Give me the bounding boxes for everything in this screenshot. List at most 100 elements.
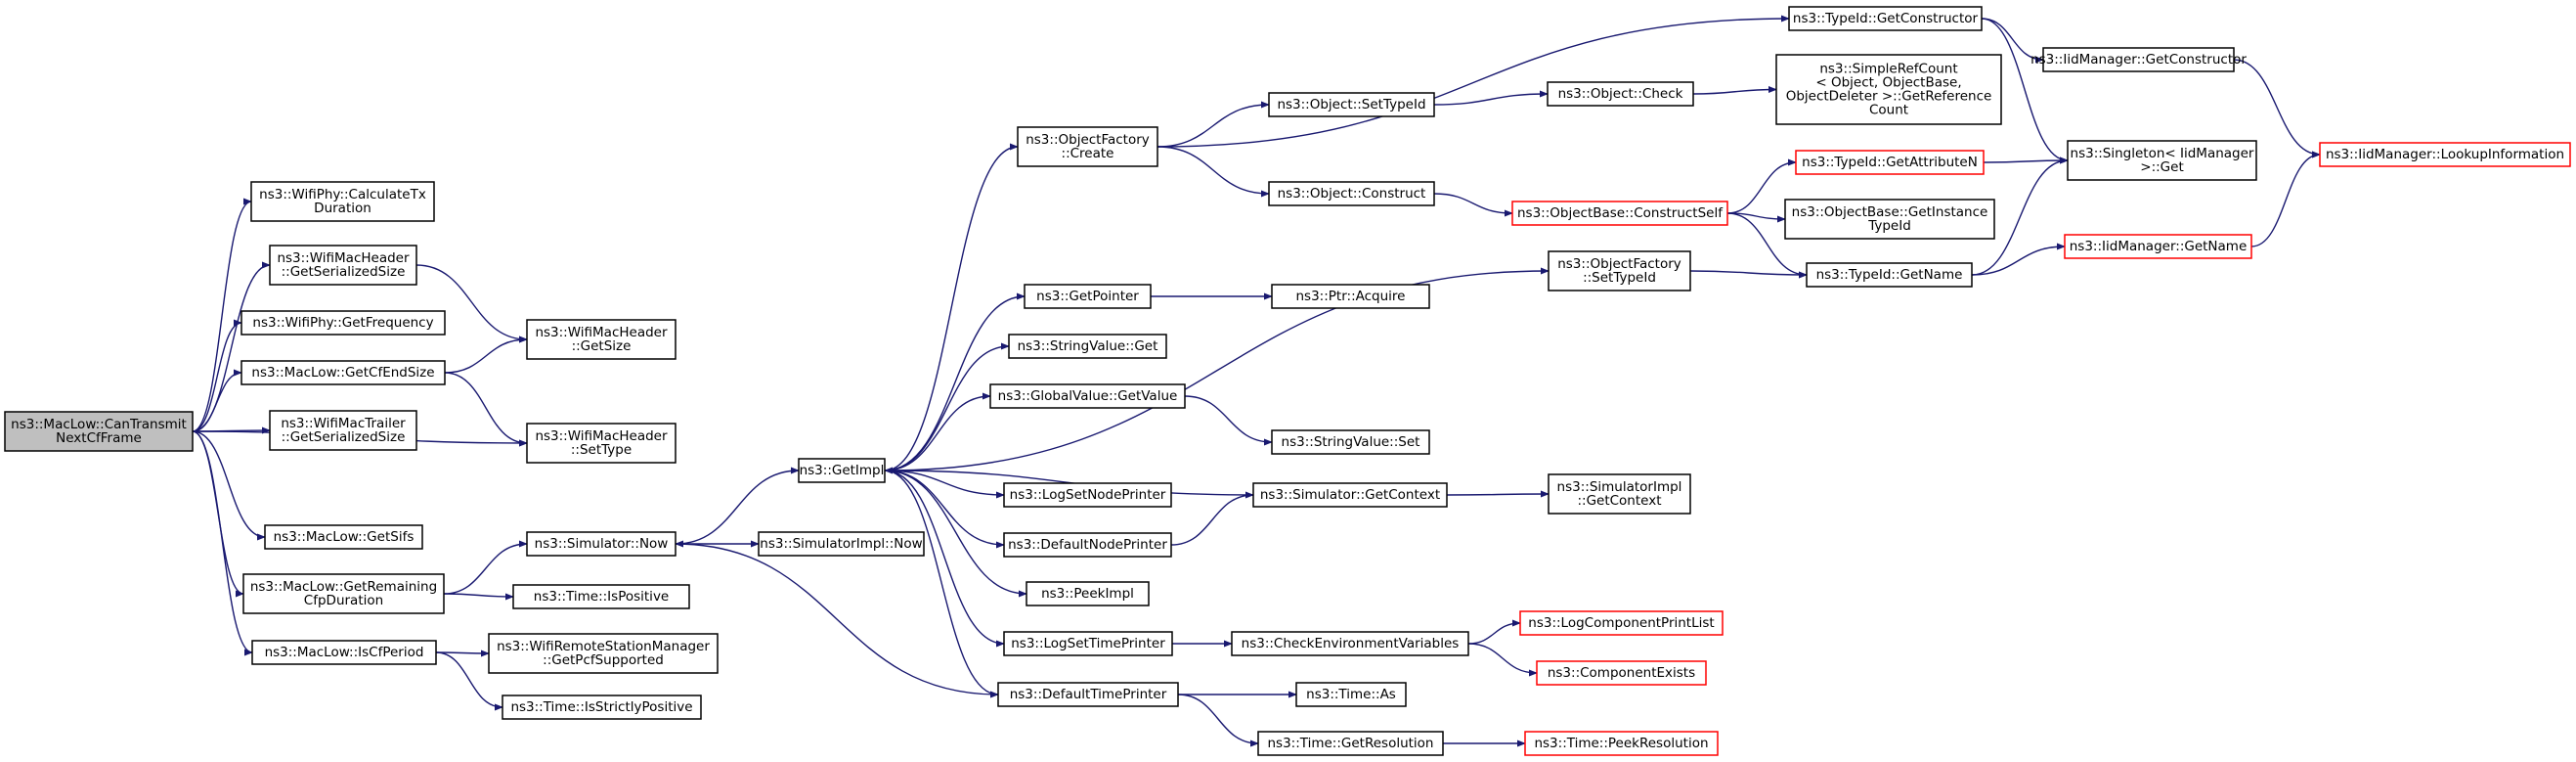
node-label: NextCfFrame — [56, 430, 142, 446]
node-ns3-ptr-acquire[interactable]: ns3::Ptr::Acquire — [1271, 284, 1430, 309]
node-box — [1548, 473, 1691, 515]
node-label: ns3::MacLow::GetCfEndSize — [251, 365, 434, 381]
node-label: ns3::CheckEnvironmentVariables — [1242, 636, 1460, 651]
node-label: ns3::IidManager::GetConstructor — [2030, 52, 2247, 67]
call-edge-n36-n43 — [1726, 158, 1797, 214]
node-label: ns3::WifiMacHeader — [535, 325, 668, 340]
node-label: ns3::MacLow::GetSifs — [274, 529, 415, 545]
call-edge-n8-n14 — [435, 651, 503, 711]
node-ns3-maclow-iscfperiod[interactable]: ns3::MacLow::IsCfPeriod — [251, 640, 437, 665]
node-ns3-simulatorimpl-now[interactable]: ns3::SimulatorImpl::Now — [758, 531, 925, 557]
node-ns3-simulator-getcontext[interactable]: ns3::Simulator::GetContext — [1252, 482, 1448, 508]
call-edge-n15-n37 — [884, 267, 1550, 471]
node-ns3-iidmanager-getconstructor[interactable]: ns3::IidManager::GetConstructor — [2030, 47, 2247, 72]
node-ns3-singleton-iidmanager-get[interactable]: ns3::Singleton< IidManager >::Get — [2067, 140, 2257, 181]
node-box — [502, 695, 702, 720]
node-box — [269, 410, 417, 451]
call-edge-n0-n3 — [192, 319, 242, 432]
node-ns3-simplerefcount-object-objectbase-objectdeleter-getreference-count[interactable]: ns3::SimpleRefCount< Object, ObjectBase,… — [1775, 54, 2002, 125]
node-ns3-time-peekresolution[interactable]: ns3::Time::PeekResolution — [1524, 731, 1719, 756]
call-edge-n0-n1 — [192, 198, 252, 432]
node-box — [1257, 731, 1444, 756]
node-ns3-wifiphy-getfrequency[interactable]: ns3::WifiPhy::GetFrequency — [240, 310, 446, 336]
node-ns3-maclow-getsifs[interactable]: ns3::MacLow::GetSifs — [264, 524, 423, 550]
node-ns3-time-ispositive[interactable]: ns3::Time::IsPositive — [512, 584, 690, 609]
node-box — [1252, 482, 1448, 508]
node-label: ObjectDeleter >::GetReference — [1786, 89, 1992, 105]
node-ns3-typeid-getconstructor[interactable]: ns3::TypeId::GetConstructor — [1788, 6, 1983, 31]
node-ns3-time-as[interactable]: ns3::Time::As — [1295, 682, 1407, 707]
node-ns3-wifiremotestationmanager-getpcfsupported[interactable]: ns3::WifiRemoteStationManager::GetPcfSup… — [488, 633, 719, 674]
node-ns3-stringvalue-get[interactable]: ns3::StringValue::Get — [1008, 334, 1167, 359]
node-label: ns3::Object::SetTypeId — [1277, 97, 1425, 112]
node-ns3-checkenvironmentvariables[interactable]: ns3::CheckEnvironmentVariables — [1231, 631, 1469, 656]
node-box — [526, 319, 677, 360]
call-edge-n35-n42 — [1692, 85, 1777, 95]
node-ns3-typeid-getattributen[interactable]: ns3::TypeId::GetAttributeN — [1795, 150, 1985, 175]
call-edge-n2-n9 — [415, 264, 528, 343]
call-edge-n45-n47 — [1971, 157, 2069, 276]
node-box — [526, 423, 677, 464]
node-ns3-getimpl[interactable]: ns3::GetImpl — [798, 458, 886, 483]
node-ns3-object-check[interactable]: ns3::Object::Check — [1547, 81, 1694, 107]
node-ns3-getpointer[interactable]: ns3::GetPointer — [1024, 284, 1152, 309]
node-ns3-defaultnodeprinter[interactable]: ns3::DefaultNodePrinter — [1003, 532, 1172, 558]
node-ns3-componentexists[interactable]: ns3::ComponentExists — [1536, 660, 1707, 686]
node-ns3-logsettimeprinter[interactable]: ns3::LogSetTimePrinter — [1003, 631, 1173, 656]
node-ns3-typeid-getname[interactable]: ns3::TypeId::GetName — [1806, 262, 1973, 288]
node-ns3-time-getresolution[interactable]: ns3::Time::GetResolution — [1257, 731, 1444, 756]
node-label: ns3::PeekImpl — [1041, 586, 1134, 602]
node-label: ::SetType — [571, 442, 632, 458]
call-edge-n0-n8 — [192, 430, 253, 656]
node-ns3-objectfactory-settypeid[interactable]: ns3::ObjectFactory::SetTypeId — [1548, 250, 1691, 291]
node-box — [1806, 262, 1973, 288]
node-box — [2319, 142, 2571, 167]
node-label: ns3::LogSetTimePrinter — [1011, 636, 1165, 651]
node-label: ns3::Time::IsStrictlyPositive — [510, 699, 692, 715]
node-ns3-iidmanager-getname[interactable]: ns3::IidManager::GetName — [2064, 234, 2252, 259]
node-ns3-wifimacheader-getsize[interactable]: ns3::WifiMacHeader::GetSize — [526, 319, 677, 360]
node-label: ns3::Object::Construct — [1278, 186, 1426, 202]
node-label: ns3::Time::As — [1306, 687, 1396, 702]
node-ns3-defaulttimeprinter[interactable]: ns3::DefaultTimePrinter — [997, 682, 1179, 707]
call-edge-n17-n27 — [1157, 146, 1270, 198]
node-label: ns3::StringValue::Get — [1018, 338, 1158, 354]
node-label: ns3::WifiMacTrailer — [281, 416, 406, 431]
node-label: ::GetContext — [1577, 493, 1661, 509]
node-label: ns3::SimulatorImpl — [1557, 479, 1682, 495]
node-ns3-stringvalue-set[interactable]: ns3::StringValue::Set — [1271, 429, 1430, 455]
call-edge-n30-n38 — [1446, 490, 1550, 498]
node-ns3-peekimpl[interactable]: ns3::PeekImpl — [1026, 581, 1150, 606]
node-label: ns3::Time::IsPositive — [534, 589, 669, 605]
node-ns3-wifimactrailer-getserializedsize[interactable]: ns3::WifiMacTrailer::GetSerializedSize — [269, 410, 417, 451]
node-box — [1536, 660, 1707, 686]
node-ns3-object-construct[interactable]: ns3::Object::Construct — [1268, 181, 1435, 206]
node-box — [512, 584, 690, 609]
call-edge-n17-n26 — [1157, 101, 1270, 148]
node-ns3-objectbase-constructself[interactable]: ns3::ObjectBase::ConstructSelf — [1511, 201, 1728, 226]
node-ns3-wifimacheader-settype[interactable]: ns3::WifiMacHeader::SetType — [526, 423, 677, 464]
node-box — [269, 245, 417, 286]
node-box — [240, 310, 446, 336]
node-label: ns3::GetPointer — [1036, 289, 1139, 304]
node-label: ns3::Time::GetResolution — [1267, 736, 1433, 751]
node-ns3-time-isstrictlypositive[interactable]: ns3::Time::IsStrictlyPositive — [502, 695, 702, 720]
node-ns3-maclow-getcfendsize[interactable]: ns3::MacLow::GetCfEndSize — [240, 360, 446, 385]
node-ns3-wifimacheader-getserializedsize[interactable]: ns3::WifiMacHeader::GetSerializedSize — [269, 245, 417, 286]
node-ns3-simulator-now[interactable]: ns3::Simulator::Now — [526, 531, 677, 557]
node-label: ns3::Ptr::Acquire — [1296, 289, 1406, 304]
node-ns3-objectfactory-create[interactable]: ns3::ObjectFactory::Create — [1017, 126, 1158, 167]
node-box — [1268, 92, 1435, 117]
node-ns3-object-settypeid[interactable]: ns3::Object::SetTypeId — [1268, 92, 1435, 117]
node-box — [1017, 126, 1158, 167]
node-ns3-globalvalue-getvalue[interactable]: ns3::GlobalValue::GetValue — [989, 383, 1186, 409]
node-ns3-iidmanager-lookupinformation[interactable]: ns3::IidManager::LookupInformation — [2319, 142, 2571, 167]
node-ns3-logsetnodeprinter[interactable]: ns3::LogSetNodePrinter — [1003, 482, 1172, 508]
node-ns3-simulatorimpl-getcontext[interactable]: ns3::SimulatorImpl::GetContext — [1548, 473, 1691, 515]
node-ns3-logcomponentprintlist[interactable]: ns3::LogComponentPrintList — [1519, 610, 1724, 636]
